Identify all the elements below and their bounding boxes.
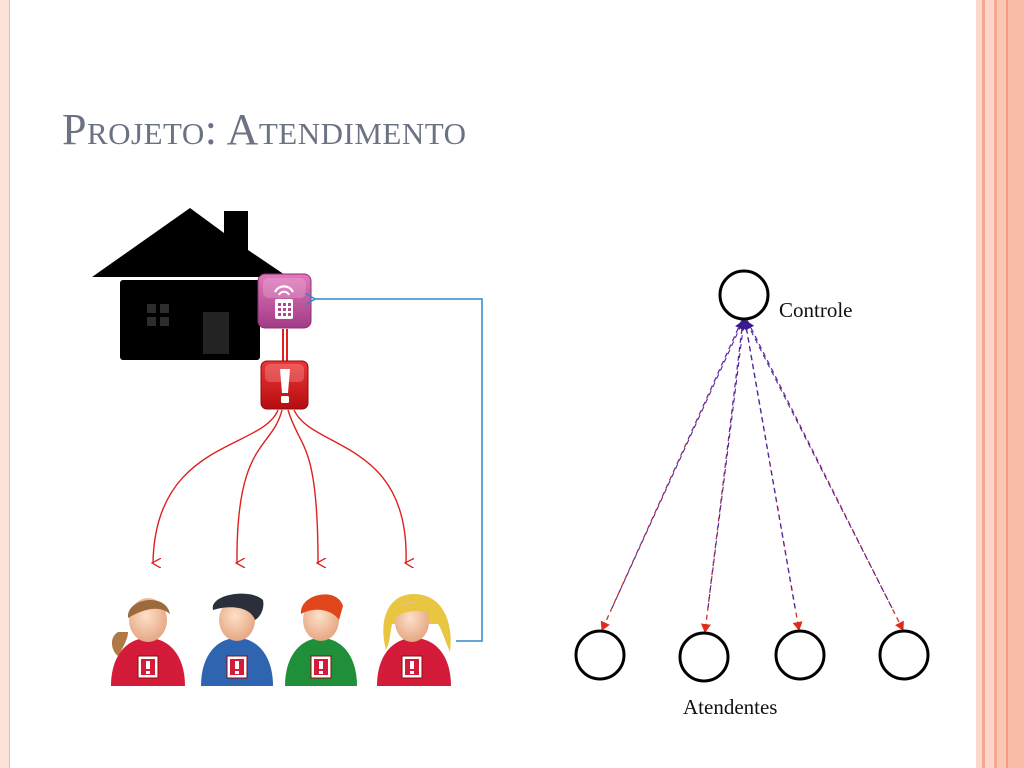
person-icon xyxy=(201,593,273,686)
feedback-edge xyxy=(315,299,483,642)
alert-icon xyxy=(260,360,309,410)
graph-edge-4 xyxy=(746,319,904,631)
controller-label: Controle xyxy=(779,298,853,322)
attendant-node-1 xyxy=(574,629,626,681)
right-border-decoration xyxy=(976,0,1024,768)
alert-edge-4 xyxy=(293,409,406,563)
remote-to-alert-edge xyxy=(282,329,288,361)
controller-node xyxy=(718,269,770,321)
person-icon xyxy=(285,594,357,686)
slide-title: Projeto: Atendimento xyxy=(62,105,467,154)
alert-edge-1 xyxy=(153,409,279,563)
attendant-node-3 xyxy=(774,629,826,681)
left-border-decoration xyxy=(0,0,10,768)
person-icon xyxy=(377,594,451,686)
house-icon xyxy=(92,208,288,360)
graph-return-arrows xyxy=(611,320,893,609)
alert-edge-3 xyxy=(287,409,318,563)
attendant-node-4 xyxy=(878,629,930,681)
person-icon xyxy=(111,598,185,686)
attendants-label: Atendentes xyxy=(683,695,778,719)
alert-edge-2 xyxy=(237,409,283,563)
graph-edge-1 xyxy=(600,319,743,631)
attendant-node-2 xyxy=(678,631,730,683)
remote-control-icon xyxy=(257,273,312,329)
